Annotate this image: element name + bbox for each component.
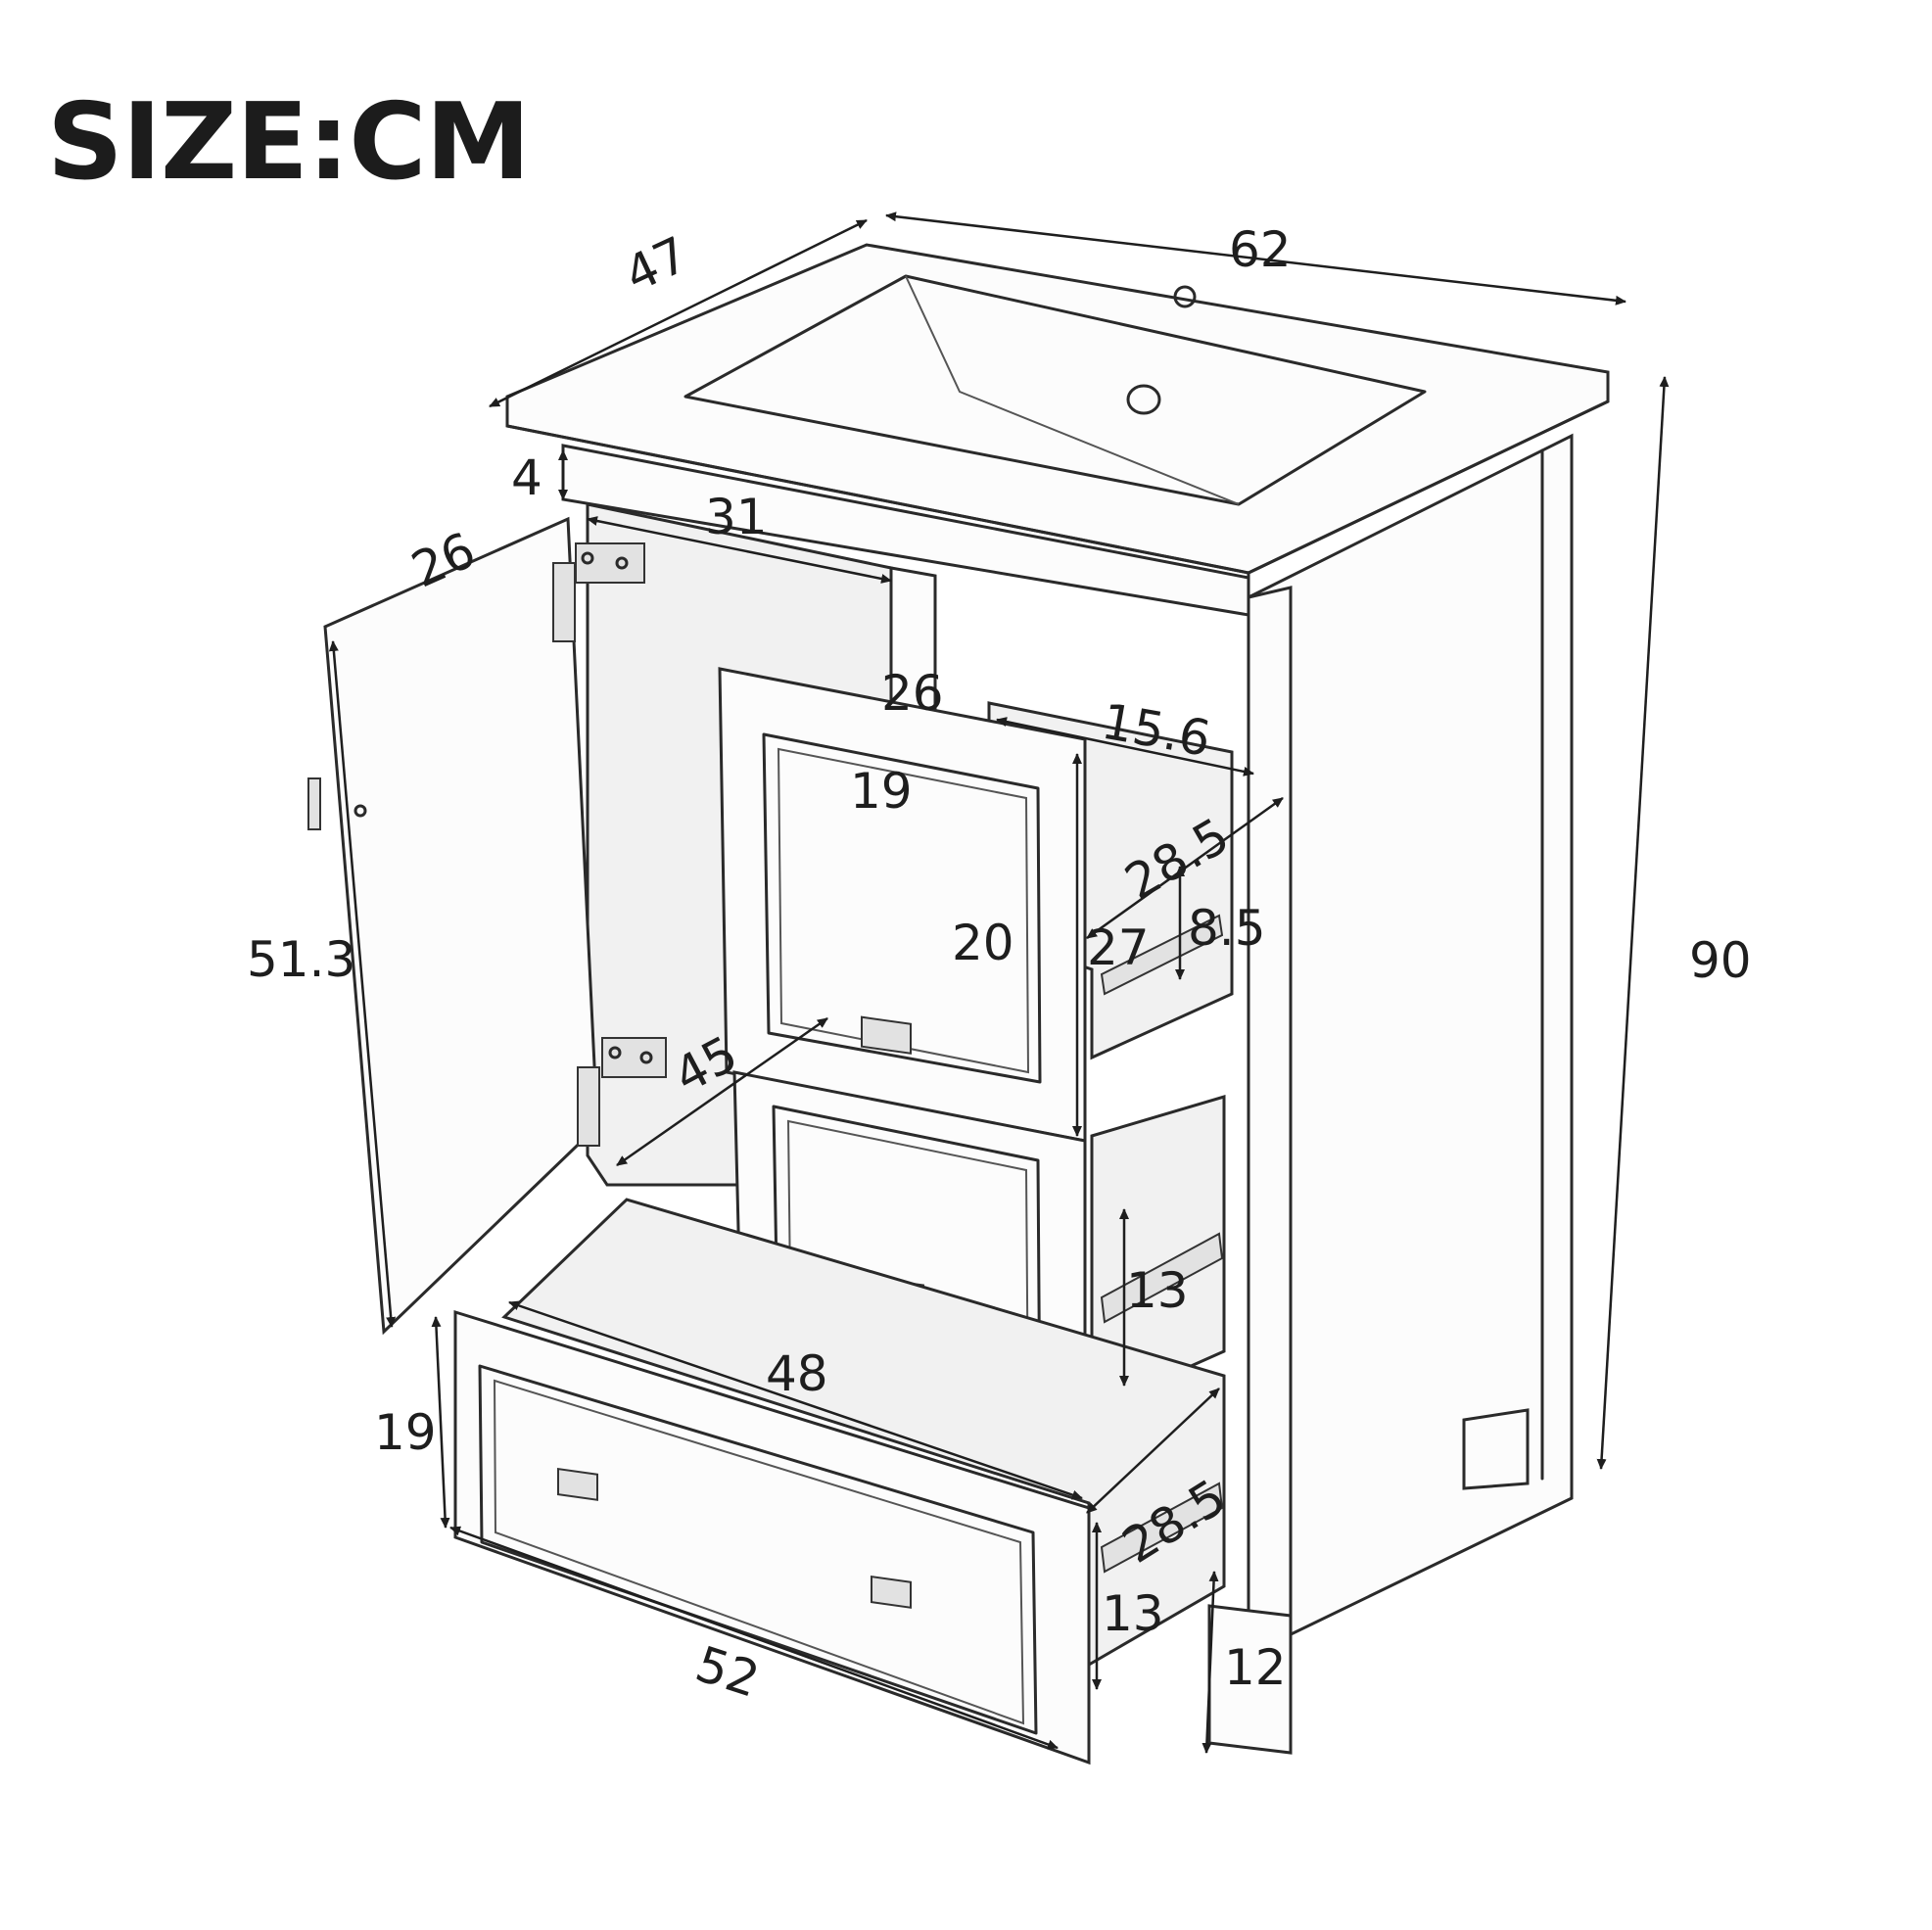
label-leg-height: 12 bbox=[1224, 1639, 1287, 1696]
label-height: 90 bbox=[1689, 932, 1752, 989]
label-width: 62 bbox=[1229, 221, 1292, 278]
dim-line-bottom-height bbox=[431, 1316, 450, 1529]
label-upper-front-width: 26 bbox=[881, 665, 944, 722]
label-depth: 47 bbox=[616, 226, 696, 304]
door-latch bbox=[307, 777, 321, 830]
upper-drawer-handle bbox=[861, 1015, 912, 1055]
label-middle-height: 13 bbox=[1126, 1262, 1189, 1319]
label-upper-box-height: 8.5 bbox=[1188, 900, 1266, 957]
dimension-lines bbox=[328, 212, 1670, 1754]
front-stile bbox=[1247, 586, 1293, 1667]
upper-drawer-front bbox=[718, 667, 1087, 1143]
label-bottom-inner-width: 48 bbox=[766, 1345, 828, 1402]
middle-drawer-slide bbox=[1100, 1232, 1224, 1324]
dim-line-bottom-box-depth bbox=[1086, 1388, 1220, 1514]
dim-line-opening bbox=[587, 516, 892, 584]
dim-line-depth bbox=[489, 218, 868, 408]
bottom-drawer-handle-left bbox=[557, 1467, 598, 1501]
dim-line-bottom-width bbox=[449, 1526, 1059, 1750]
label-upper-box-length: 27 bbox=[1087, 919, 1150, 976]
label-bottom-box-height: 13 bbox=[1102, 1585, 1164, 1642]
bottom-drawer-handle-right bbox=[871, 1575, 912, 1609]
cabinet-drawing bbox=[307, 243, 1610, 1765]
label-bottom-width: 52 bbox=[689, 1635, 766, 1709]
label-opening-width: 31 bbox=[705, 489, 768, 545]
dim-line-upper-box-width bbox=[996, 717, 1254, 777]
label-top-rail: 4 bbox=[511, 449, 542, 506]
dim-line-door-height bbox=[328, 640, 397, 1328]
upper-drawer-inset-inner bbox=[777, 747, 1030, 1074]
dim-line-upper-box-depth bbox=[1086, 796, 1284, 940]
label-upper-face-height: 20 bbox=[952, 915, 1014, 971]
dim-line-bottom-inner-width bbox=[508, 1300, 1083, 1500]
upper-drawer-inset bbox=[762, 732, 1042, 1084]
dim-line-inner-depth bbox=[616, 1016, 828, 1167]
rear-leg bbox=[1462, 1408, 1530, 1490]
page-title: SIZE:CM bbox=[47, 81, 531, 204]
dim-line-leg bbox=[1202, 1571, 1219, 1754]
countertop-side-edge bbox=[1247, 400, 1610, 575]
label-bottom-height: 19 bbox=[374, 1404, 437, 1461]
sink-basin-slope bbox=[905, 275, 1240, 505]
label-door-height: 51.3 bbox=[247, 931, 355, 988]
dim-line-height bbox=[1596, 376, 1670, 1470]
dim-line-width bbox=[885, 212, 1626, 306]
overflow-hole bbox=[1126, 384, 1161, 415]
label-upper-face: 19 bbox=[850, 763, 913, 820]
